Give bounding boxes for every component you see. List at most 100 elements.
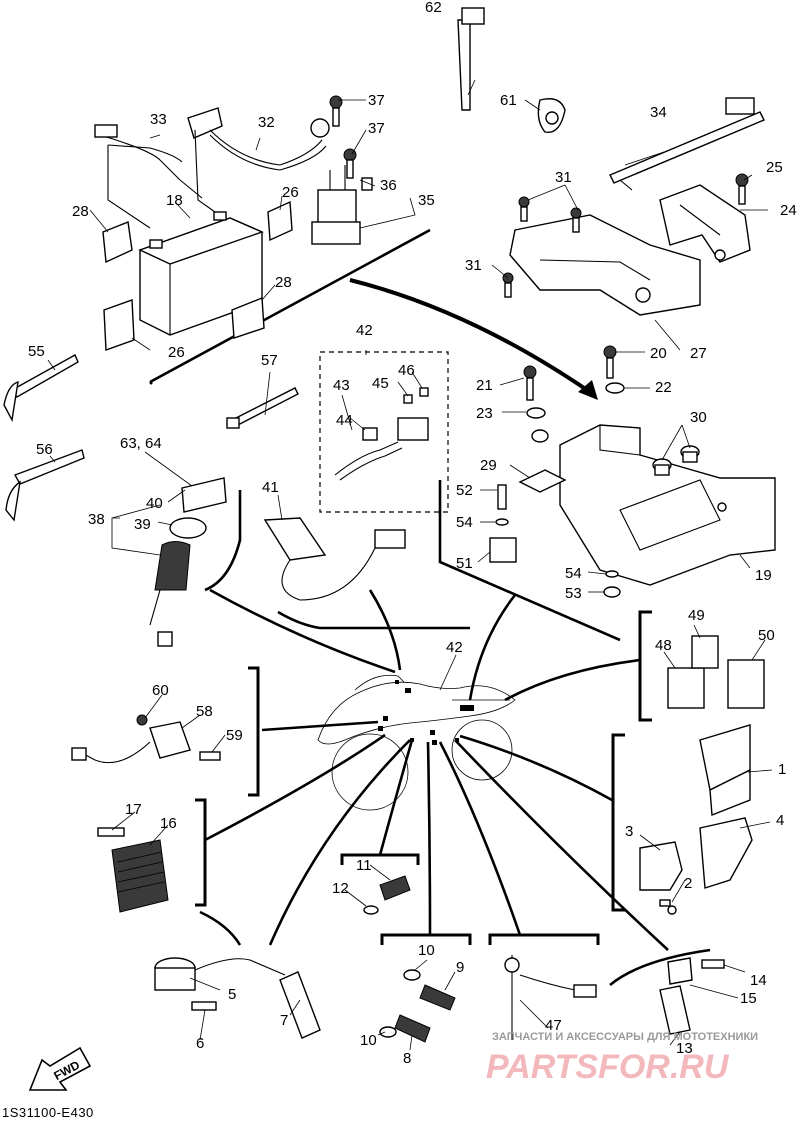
callout-16: 16 bbox=[160, 815, 177, 832]
pad-29 bbox=[518, 469, 567, 493]
callout-48: 48 bbox=[655, 637, 672, 654]
sensor-11-12 bbox=[363, 875, 411, 915]
tie-62 bbox=[457, 7, 485, 111]
callout-31-top: 31 bbox=[555, 169, 572, 186]
relays-48-49-50 bbox=[667, 635, 765, 709]
callout-17: 17 bbox=[125, 801, 142, 818]
callout-14: 14 bbox=[750, 972, 767, 989]
callout-1: 1 bbox=[778, 761, 786, 778]
callout-36: 36 bbox=[380, 177, 397, 194]
callout-31-left: 31 bbox=[465, 257, 482, 274]
callout-numbers: 62 61 34 37 37 33 32 36 35 26 18 28 28 2… bbox=[28, 0, 797, 1067]
bolts-37 bbox=[329, 95, 357, 179]
battery-box-zone bbox=[438, 480, 621, 642]
inset-box bbox=[319, 351, 449, 513]
bracket-3 bbox=[639, 841, 683, 915]
callout-45: 45 bbox=[372, 375, 389, 392]
callout-5: 5 bbox=[228, 986, 236, 1003]
ignition-zone bbox=[204, 490, 242, 592]
callout-46: 46 bbox=[398, 362, 415, 379]
callout-21: 21 bbox=[476, 377, 493, 394]
callout-49: 49 bbox=[688, 607, 705, 624]
callout-11: 11 bbox=[356, 857, 372, 874]
callout-12: 12 bbox=[332, 880, 349, 897]
battery-box-19 bbox=[559, 424, 776, 586]
ties-55-56-57 bbox=[3, 354, 299, 522]
callout-3: 3 bbox=[625, 823, 633, 840]
callout-54-top: 54 bbox=[456, 514, 473, 531]
watermark-tagline: ЗАПЧАСТИ И АКСЕССУАРЫ ДЛЯ МОТОТЕХНИКИ bbox=[492, 1031, 758, 1043]
callout-57: 57 bbox=[261, 352, 278, 369]
callout-39: 39 bbox=[134, 516, 151, 533]
callout-58: 58 bbox=[196, 703, 213, 720]
bolt-25 bbox=[735, 173, 749, 205]
inset-42 bbox=[319, 351, 449, 513]
callout-41: 41 bbox=[262, 479, 279, 496]
callout-42-center: 42 bbox=[446, 639, 463, 656]
callout-27: 27 bbox=[690, 345, 707, 362]
callout-37-bottom: 37 bbox=[368, 120, 385, 137]
callout-10-top: 10 bbox=[418, 942, 435, 959]
callout-60: 60 bbox=[152, 682, 169, 699]
ecu-1 bbox=[699, 724, 751, 816]
motorcycle-outline bbox=[317, 674, 516, 811]
ecu-bracket bbox=[611, 733, 625, 912]
headlight-switch-41 bbox=[263, 517, 406, 601]
battery-pads bbox=[102, 200, 293, 351]
rectifier-16 bbox=[97, 827, 169, 913]
callout-30: 30 bbox=[690, 409, 707, 426]
callout-20: 20 bbox=[650, 345, 667, 362]
callout-29: 29 bbox=[480, 457, 497, 474]
harness-34 bbox=[609, 97, 765, 191]
callout-10-bottom: 10 bbox=[360, 1032, 377, 1049]
callout-15: 15 bbox=[740, 990, 757, 1007]
callout-7: 7 bbox=[280, 1012, 288, 1029]
callout-63-64: 63, 64 bbox=[120, 435, 162, 452]
sensor-13-14-15 bbox=[659, 957, 725, 1035]
callout-51: 51 bbox=[456, 555, 473, 572]
callout-47: 47 bbox=[545, 1017, 562, 1034]
rectifier-bracket bbox=[195, 798, 207, 907]
callout-8: 8 bbox=[403, 1050, 411, 1067]
ignition-switch-38 bbox=[149, 477, 227, 647]
callout-43: 43 bbox=[333, 377, 350, 394]
callout-4: 4 bbox=[776, 812, 784, 829]
coil-5 bbox=[154, 957, 286, 1011]
callout-6: 6 bbox=[196, 1035, 204, 1052]
holder-4 bbox=[699, 817, 753, 889]
callout-26-bottom: 26 bbox=[168, 344, 185, 361]
dampers-30 bbox=[652, 445, 700, 476]
fuse-51-52 bbox=[489, 484, 621, 598]
callout-61: 61 bbox=[500, 92, 517, 109]
callout-44: 44 bbox=[336, 412, 353, 429]
callout-33: 33 bbox=[150, 111, 167, 128]
bracket-27 bbox=[509, 214, 701, 316]
callout-56: 56 bbox=[36, 441, 53, 458]
relay-bracket bbox=[638, 610, 652, 722]
callout-13: 13 bbox=[676, 1040, 693, 1057]
bolts-20-21 bbox=[523, 345, 625, 443]
callout-40: 40 bbox=[146, 495, 163, 512]
battery-cable-32 bbox=[187, 107, 330, 213]
callout-52: 52 bbox=[456, 482, 473, 499]
callout-28-left: 28 bbox=[72, 203, 89, 220]
callout-9: 9 bbox=[456, 959, 464, 976]
bolts-31 bbox=[502, 196, 582, 298]
callout-59: 59 bbox=[226, 727, 243, 744]
battery-cable-33 bbox=[94, 124, 203, 229]
callout-23: 23 bbox=[476, 405, 493, 422]
callout-32: 32 bbox=[258, 114, 275, 131]
battery-18 bbox=[138, 211, 264, 336]
watermark: ЗАПЧАСТИ И АКСЕССУАРЫ ДЛЯ МОТОТЕХНИКИ PA… bbox=[486, 1031, 758, 1086]
callout-22: 22 bbox=[655, 379, 672, 396]
callout-34: 34 bbox=[650, 104, 667, 121]
callout-26-top: 26 bbox=[282, 184, 299, 201]
sensors-8-9-10 bbox=[379, 969, 456, 1043]
callout-55: 55 bbox=[28, 343, 45, 360]
callout-24: 24 bbox=[780, 202, 797, 219]
sensor-bracket bbox=[248, 666, 260, 797]
callout-37-top: 37 bbox=[368, 92, 385, 109]
callout-53: 53 bbox=[565, 585, 582, 602]
callout-35: 35 bbox=[418, 192, 435, 209]
